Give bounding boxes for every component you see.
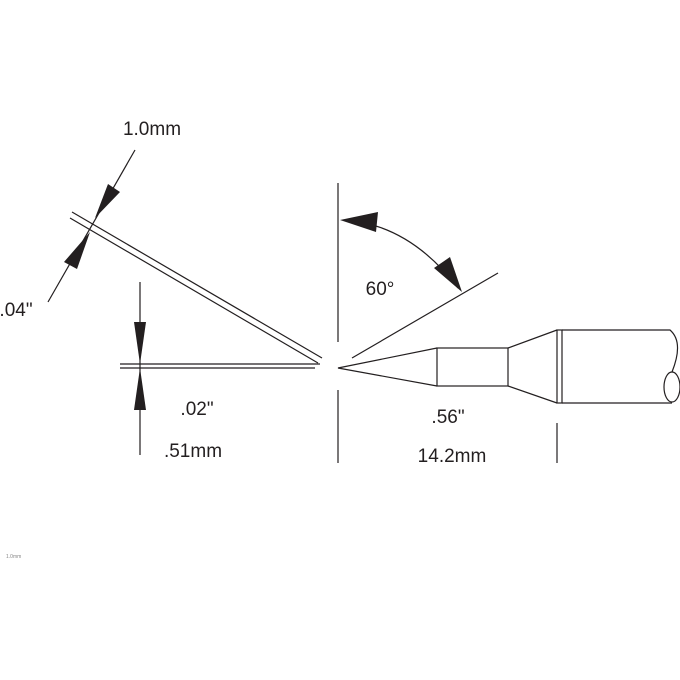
length-dimension xyxy=(337,390,558,463)
small-note: 1.0mm xyxy=(6,554,22,560)
tip-profile xyxy=(337,329,680,404)
thickness-mm-label: .51mm xyxy=(163,441,223,462)
angle-dimension xyxy=(337,183,499,359)
length-in-label: .56" xyxy=(431,407,465,428)
arrow-up-icon xyxy=(134,368,146,410)
length-mm-label: 14.2mm xyxy=(417,446,487,467)
arrow-down-icon xyxy=(134,322,146,364)
side-view-blade xyxy=(69,211,323,369)
width-in-label: .04" xyxy=(0,300,33,321)
thickness-in-label: .02" xyxy=(180,399,214,420)
arrow-down-icon xyxy=(95,184,120,218)
arrow-up-icon xyxy=(64,232,90,269)
thickness-dimension xyxy=(134,282,146,455)
arrow-diagonal-icon xyxy=(434,257,462,292)
arrow-left-icon xyxy=(340,212,378,232)
width-mm-label: 1.0mm xyxy=(122,119,182,140)
width-dimension xyxy=(47,149,136,303)
angle-label: 60° xyxy=(365,279,395,300)
